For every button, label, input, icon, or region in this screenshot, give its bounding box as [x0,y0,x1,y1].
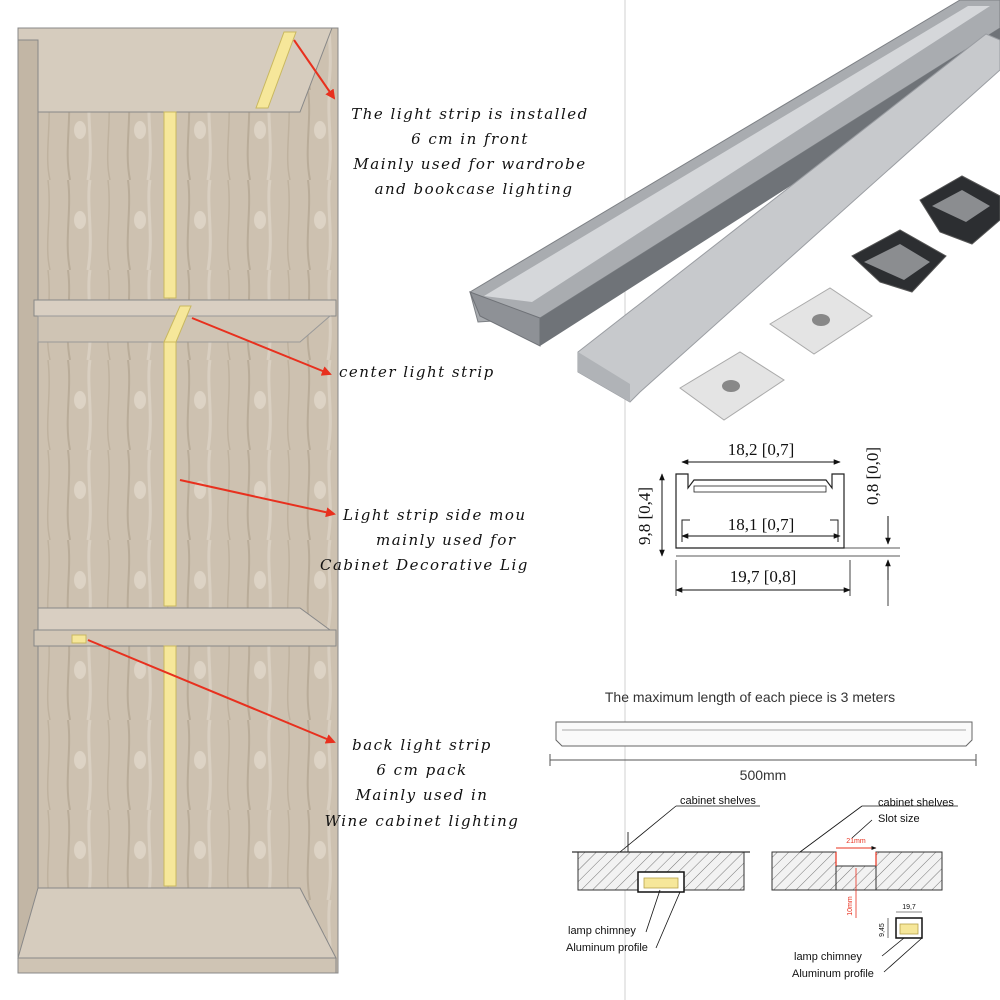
mounting-clip-2-face [932,190,990,222]
bottom-edge [17,957,337,974]
callout-front-line-1: The light strip is installed [351,105,589,123]
max-length-note: The maximum length of each piece is 3 me… [605,689,895,705]
side-led-strip [163,341,177,607]
mounting-clip-1-face [864,244,930,280]
cabinet-back-panel [17,27,339,974]
shelf-section-right-a [771,851,837,891]
leader-shelves-left [619,805,677,853]
arrow-center [191,317,332,376]
install-recessed-diagram: 21mm 10mm cabinet shelves Slot size 19,7… [771,797,958,980]
label-shelves-left: cabinet shelves [680,795,756,807]
led-surface [643,877,679,889]
diffuser-section [693,485,827,493]
callout-side: Light strip side mou mainly used for Cab… [320,506,529,574]
mounting-clips [851,175,1000,293]
callout-back-line-3: Mainly used in [355,786,489,804]
shelf-2 [37,607,332,631]
arrow-front [293,39,336,100]
profile-height-value: 9,45 [879,923,886,937]
label-chimney-left: lamp chimney [568,925,636,937]
leader-profile-right [883,937,923,973]
profile-channel-inner [484,6,990,302]
cross-section-drawing: 18,2 [0,7] 18,1 [0,7] 19,7 [0,8] 9,8 [0,… [635,440,900,606]
profile-outline [675,473,845,549]
leader-slot [851,819,873,839]
profile-strip-outline [555,721,973,747]
callout-front-line-2: 6 cm in front [411,130,529,148]
shelf-2-edge [33,629,337,647]
upper-center-strip [163,111,177,299]
profile-channel-side [540,28,1000,346]
callout-front-line-4: and bookcase lighting [375,180,574,198]
back-led-strip [163,645,177,887]
cabinet-illustration [17,27,339,974]
leader-chimney-right [881,937,905,957]
callout-front-line-3: Mainly used for wardrobe [352,155,586,173]
dim-outer-width: 19,7 [0,8] [730,567,797,586]
length-value: 500mm [740,767,787,783]
install-surface-diagram: cabinet shelves lamp chimney Aluminum pr… [566,795,760,954]
diffuser-cover-end [578,352,630,402]
callout-back-line-2: 6 cm pack [376,761,467,779]
profile-width-value: 19,7 [902,904,916,911]
slot-depth-value: 10mm [847,896,854,916]
end-cap-1-hole [722,380,740,392]
arrow-back [87,639,336,744]
length-diagram: The maximum length of each piece is 3 me… [549,689,977,783]
shelf-1-underside [37,315,332,343]
leader-profile-left [655,891,681,949]
bottom-shelf [17,887,337,959]
arrow-side [179,479,336,518]
dim-lip: 0,8 [0,0] [863,447,882,505]
label-chimney-right: lamp chimney [794,951,862,963]
end-caps [679,287,873,421]
callout-side-line-2: mainly used for [376,531,517,549]
front-led-strip [255,31,297,109]
cabinet-side-panel [17,27,39,974]
callout-side-line-1: Light strip side mou [342,506,527,524]
callout-center-line-1: center light strip [339,363,495,381]
label-profile-right: Aluminum profile [792,968,874,980]
end-cap-2-hole [812,314,830,326]
led-recessed [899,923,919,935]
shelf-section-right-b [875,851,943,891]
slot-width-value: 21mm [846,838,866,845]
dim-inner-width: 18,1 [0,7] [728,515,795,534]
top-shelf [17,27,333,113]
aluminum-profile-render [469,0,1000,403]
label-slot-size: Slot size [878,813,920,825]
led-strips [71,31,297,887]
callout-arrows [87,39,336,744]
callout-back: back light strip 6 cm pack Mainly used i… [325,736,520,830]
leader-shelves-right [799,805,863,853]
callout-back-line-4: Wine cabinet lighting [325,812,520,830]
callout-back-line-1: back light strip [352,736,492,754]
callout-center: center light strip [339,363,495,381]
back-led-strip-end [71,634,87,644]
callout-front: The light strip is installed 6 cm in fro… [351,105,589,198]
label-profile-left: Aluminum profile [566,942,648,954]
side-callout-clip [532,500,624,580]
dim-top-width: 18,2 [0,7] [728,440,795,459]
label-shelves-right: cabinet shelves [878,797,954,809]
dim-height: 9,8 [0,4] [635,487,654,545]
leader-chimney-left [645,889,661,933]
callout-side-line-3: Cabinet Decorative Lig [320,556,529,574]
